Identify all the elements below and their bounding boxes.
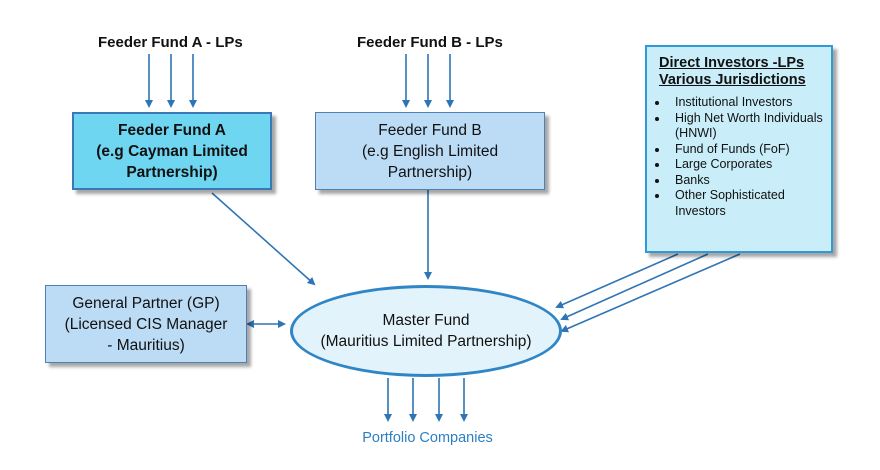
feeder-a-line3: Partnership) [126,163,218,181]
feeder-b-lps-label: Feeder Fund B - LPs [357,34,503,51]
feeder-a-line1: Feeder Fund A [118,121,226,139]
feeder-fund-a-box: Feeder Fund A (e.g Cayman Limited Partne… [72,112,272,190]
master-line2: (Mauritius Limited Partnership) [320,333,532,350]
direct-title-2: Various Jurisdictions [659,72,806,88]
feeder-fund-b-box: Feeder Fund B (e.g English Limited Partn… [315,112,545,190]
feeder-b-line2: (e.g English Limited [361,142,499,160]
portfolio-companies-label: Portfolio Companies [362,430,493,446]
master-line1: Master Fund [382,312,470,329]
direct-title-1: Direct Investors -LPs [659,55,805,71]
list-item: Other Sophisticated Investors [669,188,825,219]
feeder-a-lps-label: Feeder Fund A - LPs [98,34,243,51]
gp-line1: General Partner (GP) [72,294,220,312]
direct-to-master-arrow-2 [560,253,709,321]
list-item: Fund of Funds (FoF) [669,142,825,158]
general-partner-box: General Partner (GP) (Licensed CIS Manag… [45,285,247,363]
feeder-b-line3: Partnership) [387,163,473,181]
list-item: High Net Worth Individuals (HNWI) [669,111,825,142]
list-item: Banks [669,173,825,189]
feeder-a-to-master-arrow [211,192,316,286]
gp-line2: (Licensed CIS Manager [64,315,228,333]
direct-to-master-arrow-1 [555,253,679,309]
master-fund-ellipse: Master Fund (Mauritius Limited Partnersh… [290,285,562,377]
list-item: Institutional Investors [669,95,825,111]
list-item: Large Corporates [669,157,825,173]
feeder-a-line2: (e.g Cayman Limited [96,142,248,160]
direct-investor-list: Institutional Investors High Net Worth I… [655,95,825,219]
feeder-b-line1: Feeder Fund B [378,121,482,139]
direct-to-master-arrow-3 [560,253,741,333]
direct-investors-box: Direct Investors -LPs Various Jurisdicti… [645,45,833,253]
gp-line3: - Mauritius) [107,336,185,354]
